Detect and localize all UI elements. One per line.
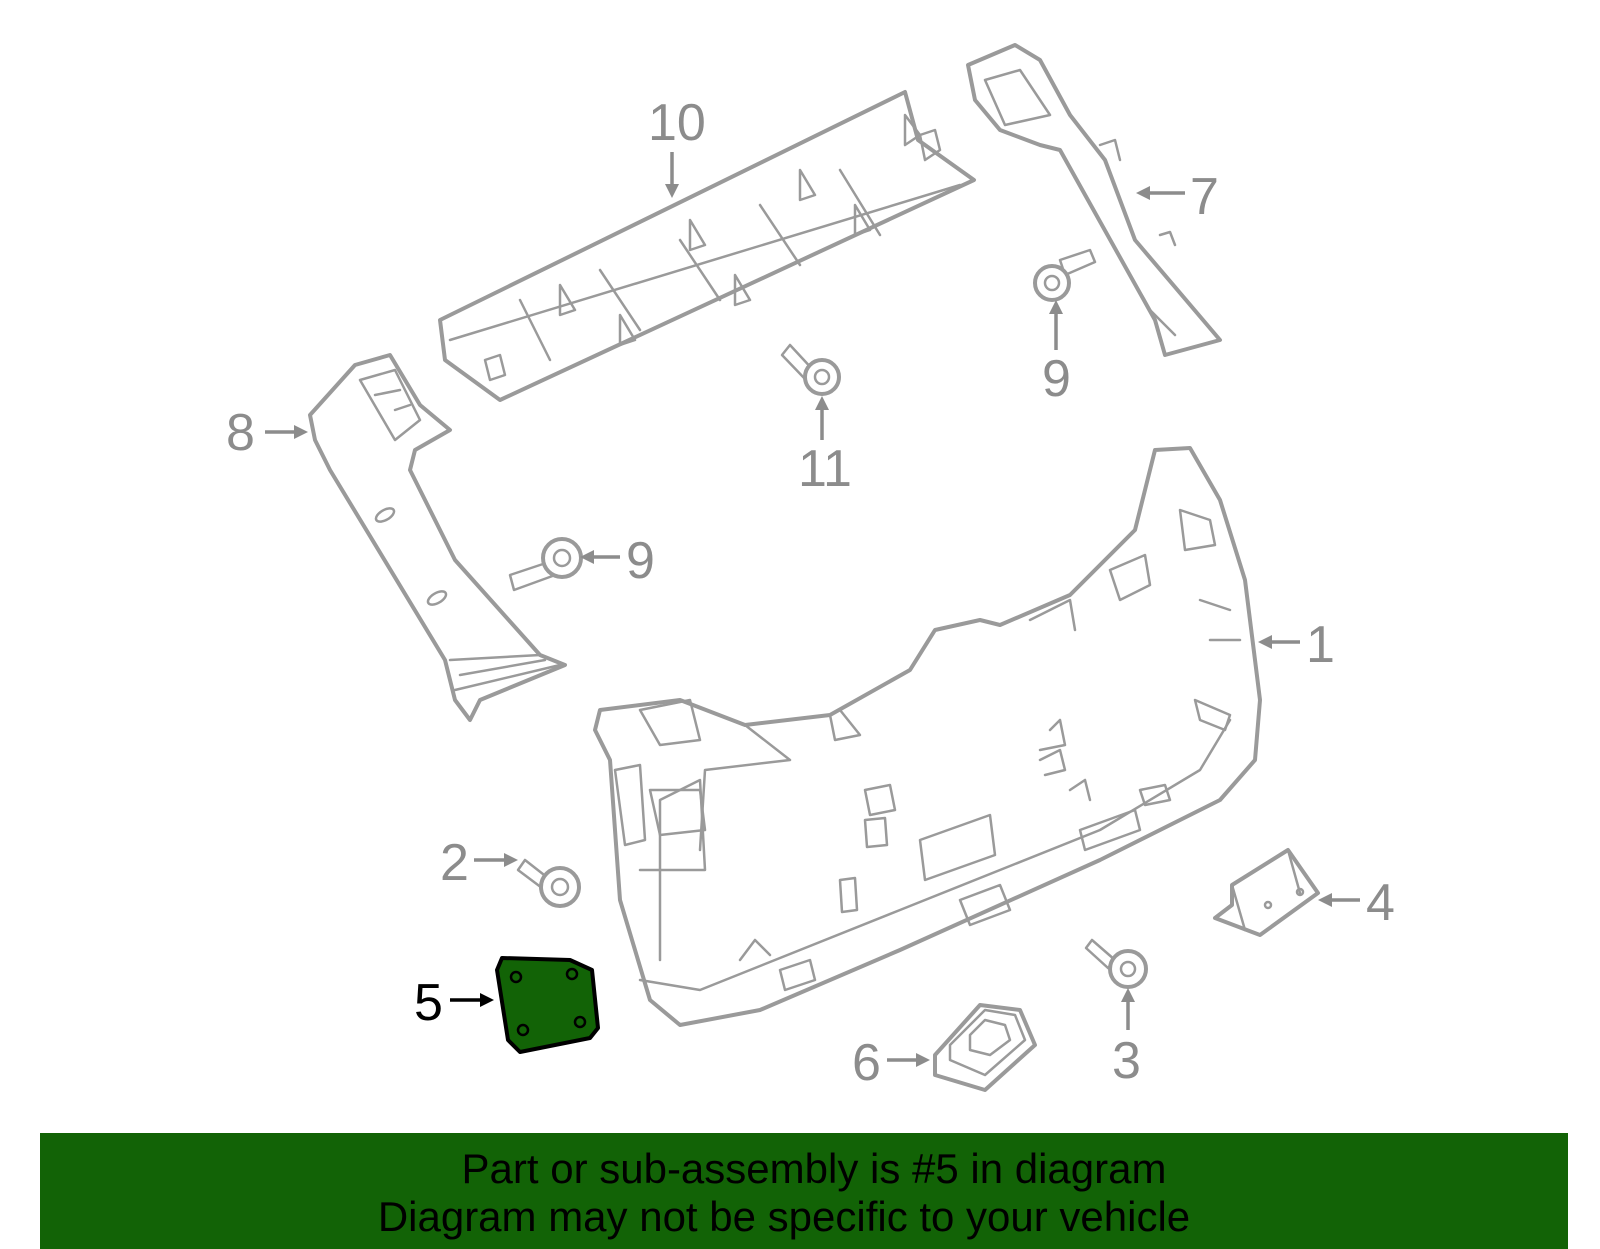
fastener-11 <box>780 343 841 396</box>
fastener-9-left <box>508 537 583 592</box>
part-6-pad <box>933 1003 1037 1092</box>
info-banner: Part or sub-assembly is #5 in diagram Di… <box>40 1133 1568 1249</box>
callout-7: 7 <box>1190 168 1219 226</box>
fastener-9-upper <box>1033 248 1097 302</box>
callout-2: 2 <box>440 834 469 892</box>
fastener-3 <box>1084 938 1148 989</box>
part-1-liftgate-trim-panel <box>593 446 1262 1027</box>
callout-1: 1 <box>1306 616 1335 674</box>
part-8-left-pillar-trim <box>308 353 567 722</box>
callout-3: 3 <box>1112 1032 1141 1090</box>
parts-diagram: 10 7 9 11 8 9 1 2 4 5 3 6 <box>226 43 1395 1092</box>
callout-4: 4 <box>1366 874 1395 932</box>
callout-6: 6 <box>852 1034 881 1092</box>
callout-11: 11 <box>798 440 852 498</box>
banner-line-1: Part or sub-assembly is #5 in diagram <box>461 1145 1167 1192</box>
callout-9-upper: 9 <box>1042 350 1071 408</box>
part-5-highlighted <box>495 956 600 1054</box>
callout-arrows <box>265 152 1360 1067</box>
part-4-bracket <box>1213 848 1320 937</box>
callout-10: 10 <box>648 94 706 152</box>
banner-line-2: Diagram may not be specific to your vehi… <box>377 1193 1191 1240</box>
callout-8: 8 <box>226 404 255 462</box>
part-7-right-pillar-trim <box>966 43 1222 357</box>
callout-9-left: 9 <box>626 532 655 590</box>
fastener-2 <box>516 858 581 908</box>
part-10-upper-trim-panel <box>438 90 976 402</box>
callout-5: 5 <box>414 974 443 1032</box>
